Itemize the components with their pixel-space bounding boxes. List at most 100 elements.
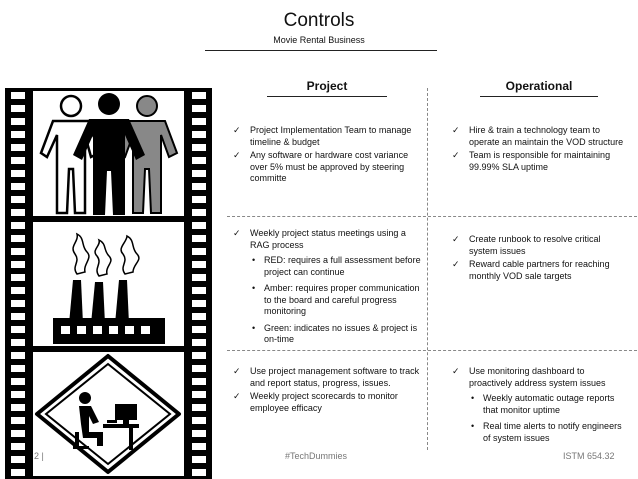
sub-bullet-item: •Green: indicates no issues & project is… (250, 323, 423, 346)
film-sprocket-hole (192, 339, 206, 346)
film-sprocket-hole (11, 261, 25, 268)
checkmark-icon: ✓ (233, 366, 241, 376)
bullet-dot-icon: • (252, 283, 256, 293)
column-header-project-underline (267, 96, 387, 97)
bullet-text: Team is responsible for maintaining 99.9… (469, 150, 611, 172)
team-icon (39, 93, 179, 215)
film-sprocket-hole (192, 404, 206, 411)
cell-row2-operational: ✓ Create runbook to resolve critical syst… (452, 234, 630, 284)
bullet-item: ✓Use monitoring dashboard to proactively… (452, 366, 630, 444)
bullet-text: Reward cable partners for reaching month… (469, 259, 610, 281)
bullet-dot-icon: • (252, 255, 256, 265)
sub-bullet-text: Green: indicates no issues & project is … (264, 322, 418, 345)
film-sprocket-hole (11, 430, 25, 437)
film-sprocket-hole (11, 326, 25, 333)
column-header-project: Project (306, 79, 348, 93)
film-sprocket-hole (11, 105, 25, 112)
film-sprocket-hole (11, 339, 25, 346)
film-sprocket-hole (192, 287, 206, 294)
column-header-operational-underline (480, 96, 598, 97)
bullet-text: Weekly project scorecards to monitor emp… (250, 391, 398, 413)
film-sprocket-hole (192, 417, 206, 424)
film-sprocket-hole (192, 209, 206, 216)
film-sprocket-hole (11, 118, 25, 125)
row-divider-1 (227, 216, 637, 217)
film-sprocket-hole (11, 300, 25, 307)
cell-row3-project: ✓Use project management software to trac… (233, 366, 423, 416)
film-sprocket-hole (192, 222, 206, 229)
checkmark-icon: ✓ (233, 228, 241, 238)
film-sprocket-hole (11, 391, 25, 398)
film-sprocket-hole (192, 183, 206, 190)
film-sprocket-hole (192, 326, 206, 333)
film-sprocket-hole (11, 287, 25, 294)
film-sprocket-hole (192, 131, 206, 138)
bullet-item: ✓Hire & train a technology team to opera… (452, 125, 630, 148)
film-sprocket-hole (192, 196, 206, 203)
row-divider-2 (227, 350, 637, 351)
film-sprocket-hole (11, 92, 25, 99)
film-sprocket-hole (192, 248, 206, 255)
checkmark-icon: ✓ (233, 391, 241, 401)
film-sprocket-hole (11, 417, 25, 424)
sub-bullet-list: •Weekly automatic outage reports that mo… (469, 393, 630, 444)
film-sprocket-hole (11, 274, 25, 281)
film-sprocket-hole (11, 404, 25, 411)
bullet-item: ✓Project Implementation Team to manage t… (233, 125, 423, 148)
film-sprocket-hole (11, 196, 25, 203)
film-sprocket-hole (11, 222, 25, 229)
bullet-text: Hire & train a technology team to operat… (469, 125, 624, 147)
checkmark-icon: ✓ (233, 150, 241, 160)
film-sprocket-hole (11, 313, 25, 320)
film-sprocket-hole (192, 365, 206, 372)
film-sprocket-hole (11, 235, 25, 242)
sub-bullet-text: RED: requires a full assessment before p… (264, 255, 421, 277)
film-sprocket-hole (11, 183, 25, 190)
sub-bullet-text: Amber: requires proper communication to … (264, 283, 420, 316)
bullet-item: ✓Weekly project status meetings using a … (233, 228, 423, 346)
film-sprocket-hole (192, 105, 206, 112)
film-sprocket-hole (11, 144, 25, 151)
film-sprocket-hole (11, 456, 25, 463)
film-sprocket-hole (192, 144, 206, 151)
sub-bullet-item: •Weekly automatic outage reports that mo… (469, 393, 630, 416)
film-sprocket-hole (192, 170, 206, 177)
column-header-operational: Operational (505, 79, 573, 93)
bullet-text: Create runbook to resolve critical syste… (469, 234, 601, 256)
checkmark-icon: ✓ (452, 234, 460, 244)
sub-bullet-text: Real time alerts to notify engineers of … (483, 421, 622, 443)
film-frame-team (33, 91, 184, 216)
checkmark-icon: ✓ (452, 150, 460, 160)
film-frame-worker-sign (33, 352, 184, 476)
film-sprocket-hole (192, 235, 206, 242)
bullet-text: Project Implementation Team to manage ti… (250, 125, 412, 147)
bullet-item: ✓ Create runbook to resolve critical syst… (452, 234, 630, 257)
checkmark-icon: ✓ (452, 259, 460, 269)
page-title: Controls (283, 10, 355, 31)
sub-bullet-item: • Amber: requires proper communication to… (250, 283, 423, 318)
checkmark-icon: ✓ (452, 366, 460, 376)
computer-worker-sign-icon (35, 354, 181, 474)
film-sprocket-hole (192, 261, 206, 268)
title-divider (205, 50, 437, 51)
page-number: 2 | (34, 451, 44, 461)
footer-hashtag: #TechDummies (285, 451, 348, 461)
bullet-list: ✓ Hire & train a technology team to opera… (452, 125, 630, 173)
film-sprocket-hole (192, 300, 206, 307)
bullet-item: ✓Use project management software to trac… (233, 366, 423, 389)
film-sprocket-hole (192, 157, 206, 164)
column-divider (427, 88, 428, 450)
cell-row1-project: ✓ Project Implementation Team to manage t… (233, 125, 423, 187)
bullet-list: ✓Use project management software to trac… (233, 366, 423, 414)
bullet-text: Any software or hardware cost variance o… (250, 150, 409, 183)
film-sprocket-hole (192, 352, 206, 359)
bullet-dot-icon: • (471, 421, 475, 431)
bullet-dot-icon: • (471, 393, 475, 403)
bullet-list: ✓Use monitoring dashboard to proactively… (452, 366, 630, 444)
film-sprocket-hole (11, 157, 25, 164)
film-sprocket-hole (192, 456, 206, 463)
bullet-item: ✓ Team is responsible for maintaining 99.… (452, 150, 630, 173)
film-sprocket-hole (192, 469, 206, 476)
page-subtitle: Movie Rental Business (273, 35, 365, 45)
bullet-list: ✓Weekly project status meetings using a … (233, 228, 423, 346)
